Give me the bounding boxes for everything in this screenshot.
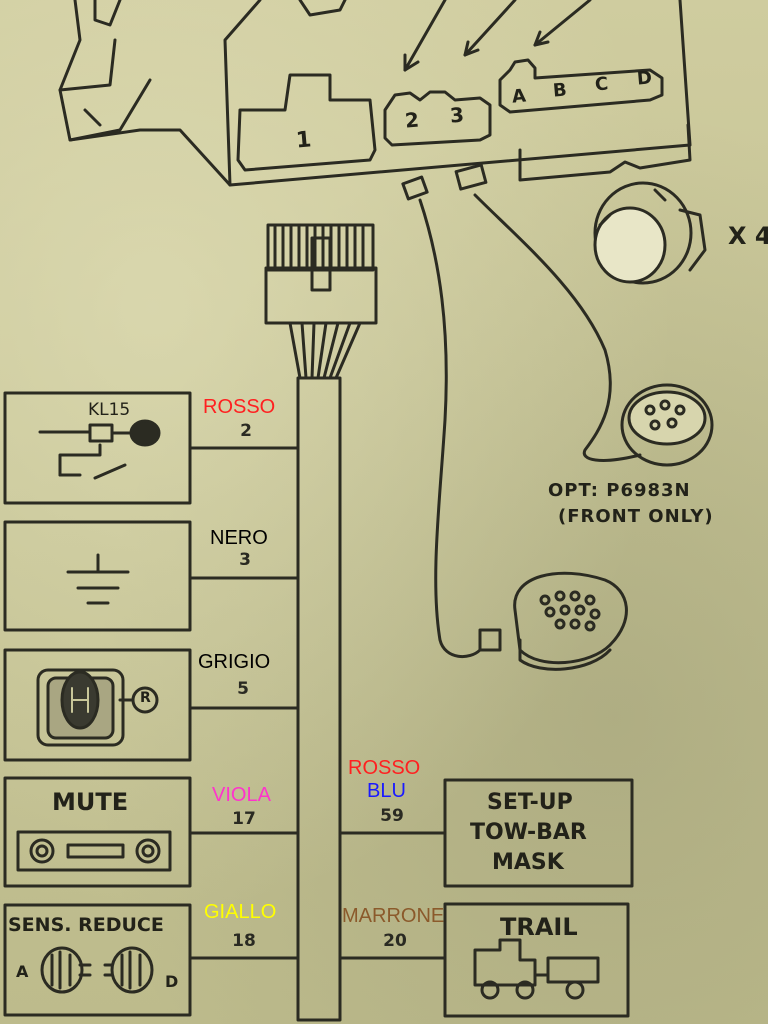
radio-icon [16,830,172,872]
slot-2-label: 2 [403,107,420,133]
trail-box [443,902,630,1018]
wire-3-color: NERO [210,527,268,549]
slot-d-label: D [636,67,653,90]
slot-2-3-outline [383,90,492,147]
wire-5-pin: 5 [237,679,249,699]
side-marker: X 4 [728,222,768,250]
round-sensor-icon [593,181,707,285]
ground-icon [66,553,130,605]
sensor-cable-right [454,163,642,462]
setup-line3: MASK [492,850,564,875]
ground-box [3,520,192,632]
slot-a-label: A [511,85,527,108]
slot-1-label: 1 [294,127,313,154]
bracket [518,123,692,182]
sensor-cable-left [401,175,502,659]
mute-label: MUTE [52,788,129,816]
ignition-key-icon [38,419,161,480]
slot-b-label: B [552,79,568,102]
slot-3-label: 3 [448,102,465,128]
option-note-line1: OPT: P6983N [548,480,691,501]
ignition-label: KL15 [88,400,131,420]
wire-18-color: GIALLO [204,901,277,923]
harness-trunk [296,376,342,1022]
wire-2-pin: 2 [240,421,252,441]
option-note-line2: (FRONT ONLY) [558,506,714,527]
wire-59-pin: 59 [380,806,404,826]
wire-59-color-2: BLU [367,780,406,802]
flat-sensor-icon [620,383,714,467]
setup-line1: SET-UP [487,790,573,815]
sens-reduce-box [3,903,192,1017]
slot-abcd-outline [498,58,664,114]
reverse-box [3,648,192,762]
control-unit-housing [58,0,692,187]
wire-3-pin: 3 [239,550,251,570]
harness-connector [264,223,378,380]
buzzer-icon [513,571,628,671]
reverse-label: R [140,690,151,706]
wire-2-color: ROSSO [203,396,276,418]
sensor-a-label: A [16,962,29,981]
wire-17-pin: 17 [232,809,256,829]
sens-reduce-label: SENS. REDUCE [8,914,164,936]
wire-59-color-1: ROSSO [348,757,421,779]
sensor-icons [40,946,154,994]
wire-18-pin: 18 [232,931,256,951]
wire-5-color: GRIGIO [198,651,271,673]
wire-20-color: MARRONE [342,905,445,927]
wire-20-pin: 20 [383,931,407,951]
sensor-d-label: D [165,972,179,991]
wire-17-color: VIOLA [212,784,271,806]
trail-label: TRAIL [500,913,578,941]
setup-line2: TOW-BAR [470,820,587,845]
gear-shift-icon [36,668,159,747]
slot-1-outline [236,73,377,172]
slot-c-label: C [594,73,610,96]
truck-trailer-icon [473,938,600,1000]
